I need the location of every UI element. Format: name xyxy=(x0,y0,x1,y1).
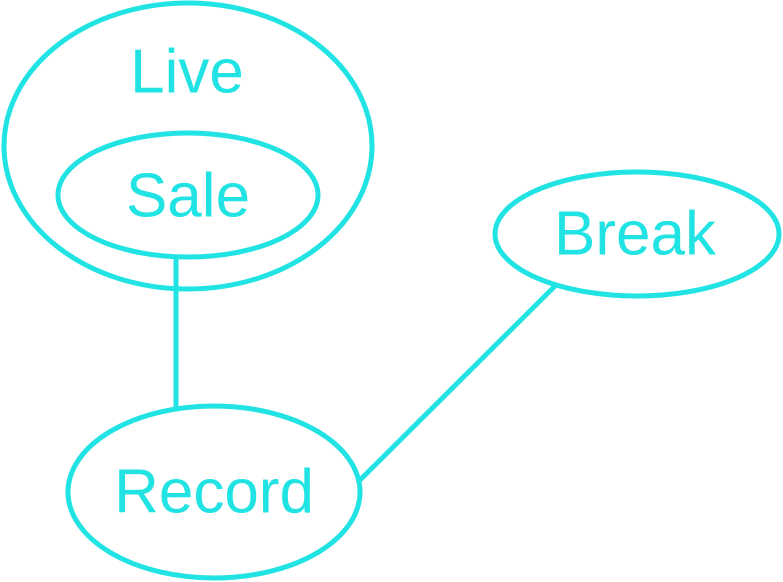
node-record-shape xyxy=(65,403,363,581)
node-record[interactable]: Record xyxy=(65,403,363,581)
node-sale-label: Sale xyxy=(126,162,250,231)
node-sale[interactable]: Sale xyxy=(55,130,321,260)
node-break-shape xyxy=(492,169,782,299)
node-live[interactable]: Live xyxy=(1,0,375,292)
edge-break-record xyxy=(356,284,557,484)
node-record-label: Record xyxy=(114,458,314,527)
node-break-label: Break xyxy=(554,200,717,269)
node-live-shape xyxy=(1,0,375,292)
node-sale-shape xyxy=(55,130,321,260)
node-break[interactable]: Break xyxy=(492,169,782,299)
node-live-label: Live xyxy=(130,38,244,107)
